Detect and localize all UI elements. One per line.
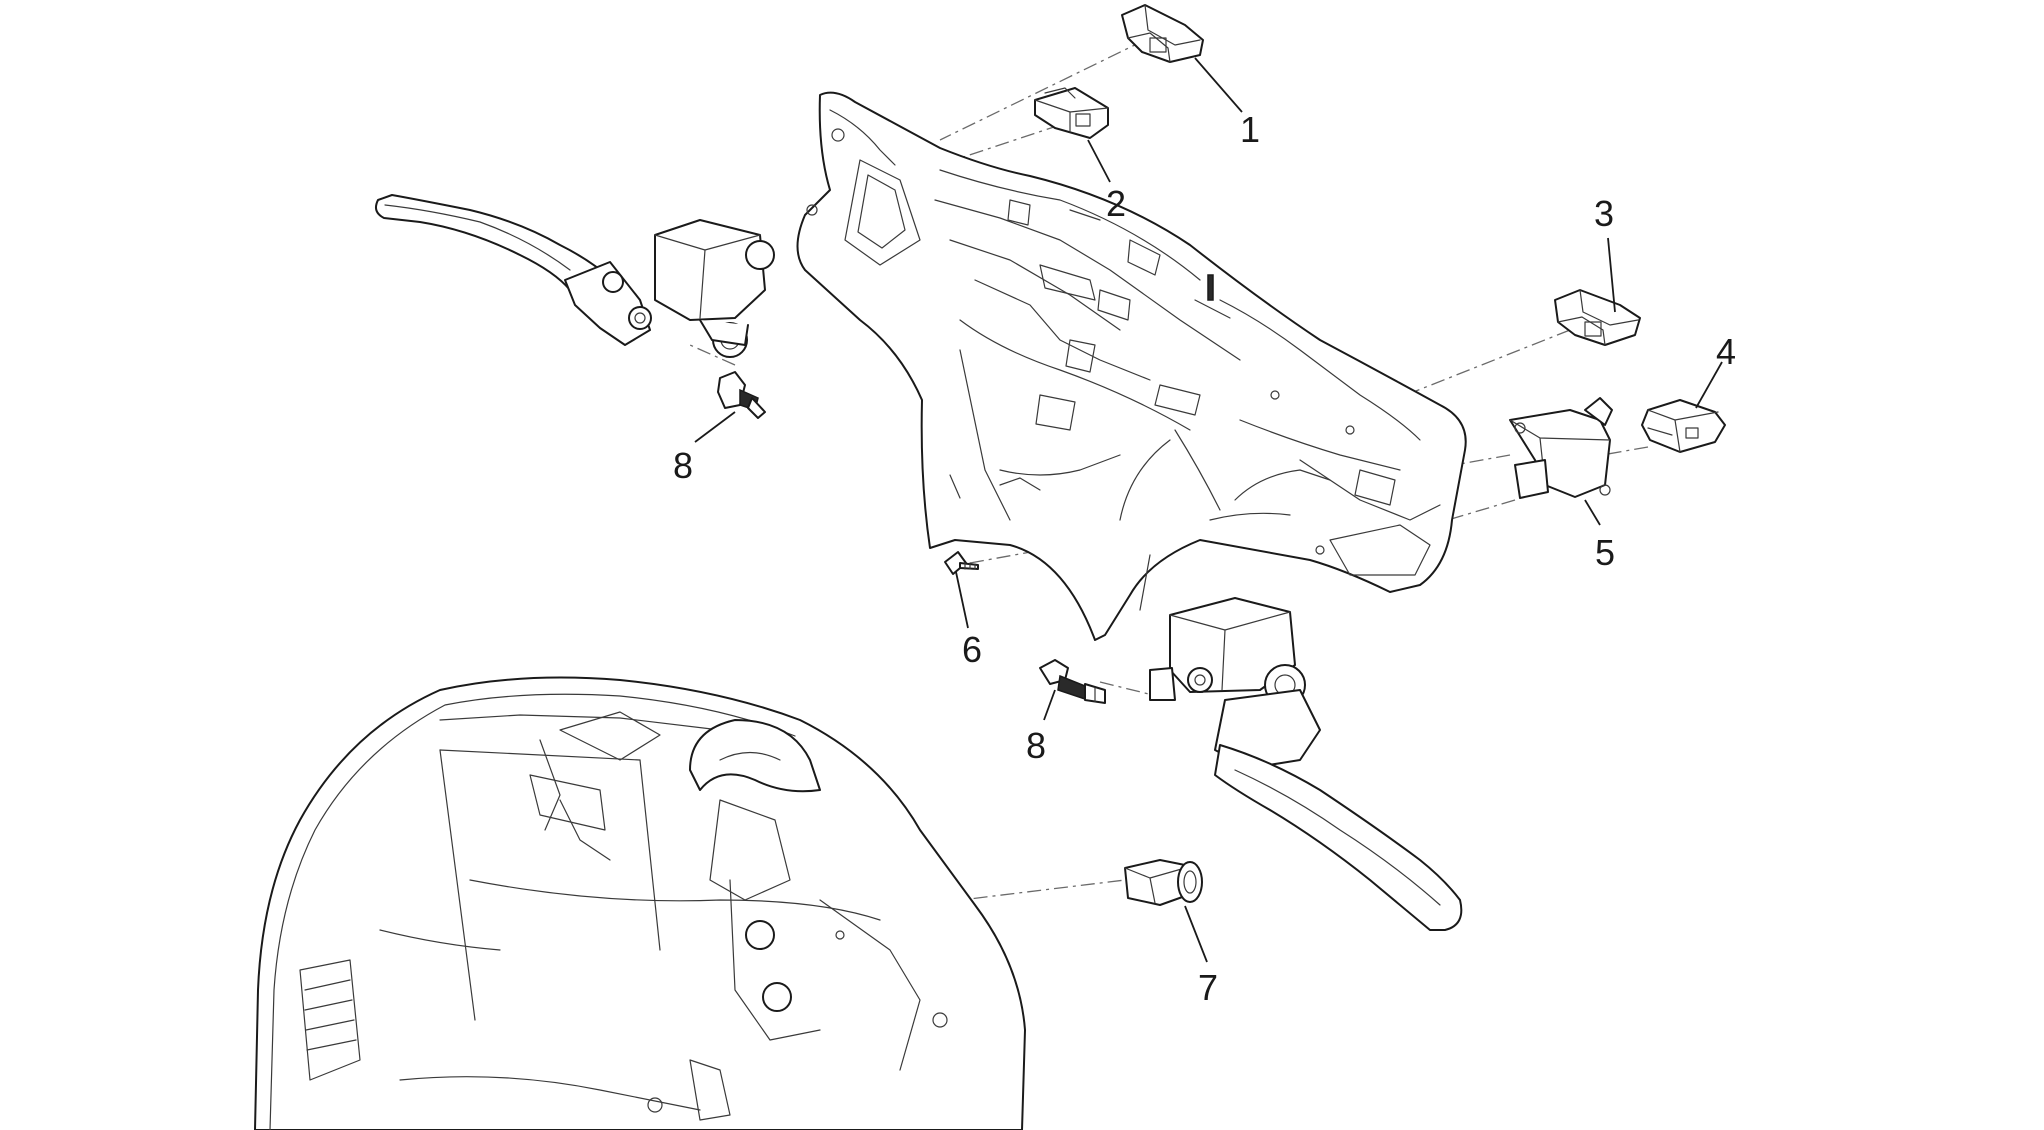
handlebar-rear-cover	[796, 91, 1467, 641]
callout-6: 6	[962, 629, 982, 670]
callout-3: 3	[1594, 193, 1614, 234]
part-8-stop-switch-left	[717, 371, 766, 419]
part-4-switch	[1641, 399, 1726, 453]
front-headset-cover	[254, 676, 1026, 1130]
right-brake-lever-assembly	[1149, 597, 1463, 931]
part-7-connector	[1124, 859, 1203, 906]
callout-numbers: 1 2 3 4 5 6 7 8 8	[673, 109, 1736, 1008]
callout-1: 1	[1240, 109, 1260, 150]
part-2-switch	[1034, 87, 1109, 139]
callout-8-left: 8	[673, 445, 693, 486]
part-5-switch	[1509, 397, 1613, 499]
part-6-screw	[944, 551, 979, 575]
part-1-switch	[1121, 4, 1204, 63]
part-8-stop-switch-right	[1039, 659, 1106, 704]
left-brake-lever-assembly	[375, 194, 775, 358]
callout-8-right: 8	[1026, 725, 1046, 766]
callout-leader-lines	[694, 57, 1723, 963]
part-3-switch	[1554, 289, 1641, 346]
callout-5: 5	[1595, 532, 1615, 573]
callout-7: 7	[1198, 967, 1218, 1008]
callout-2: 2	[1106, 183, 1126, 224]
callout-4: 4	[1716, 331, 1736, 372]
